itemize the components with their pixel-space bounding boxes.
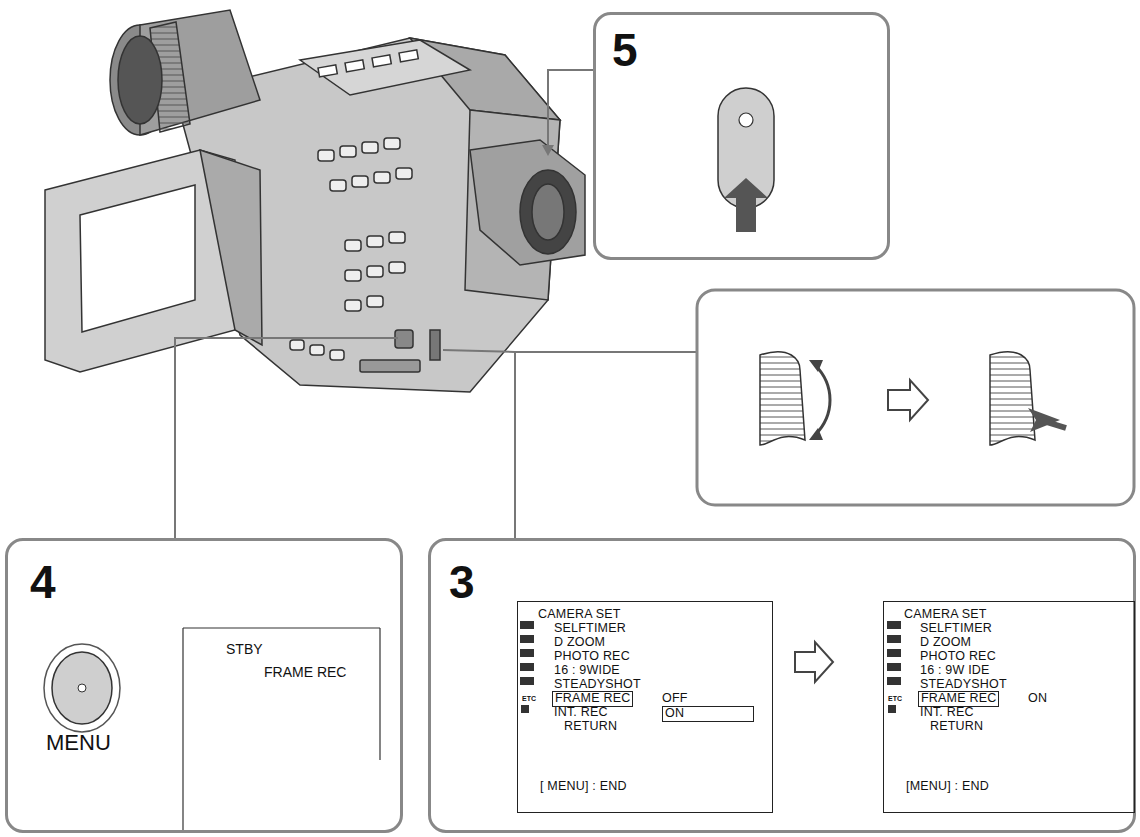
menu-item: INT. REC [920,706,974,720]
menu-item: STEADYSHOT [554,678,641,692]
menu-item: [MENU] : END [906,780,989,794]
callout-number: 4 [30,557,56,608]
menu-item: 16 : 9WIDE [554,664,620,678]
button-label: MENU [46,731,111,755]
menu-item: D ZOOM [554,636,605,650]
screen-indicator: FRAME REC [264,665,346,680]
callout-number: 5 [612,25,638,76]
menu-item: FRAME REC [552,691,633,707]
callout-number: 3 [449,557,475,608]
menu-item: CAMERA SET [538,608,621,622]
menu-item: INT. REC [554,706,608,720]
menu-item: ETC [888,695,902,703]
menu-item: ON [1028,692,1047,706]
screen-indicator: STBY [226,642,263,657]
menu-item: SELFTIMER [554,622,626,636]
step-panel: 3CAMERA SETSELFTIMERD ZOOMPHOTO REC16 : … [428,538,1136,833]
menu-item: FRAME REC [918,691,999,707]
menu-item: CAMERA SET [904,608,987,622]
menu-item: D ZOOM [920,636,971,650]
menu-item: RETURN [930,720,983,734]
menu-item: [ MENU] : END [540,780,627,794]
menu-item: ON [662,706,754,722]
menu-item: OFF [662,692,688,706]
menu-screen: CAMERA SETSELFTIMERD ZOOMPHOTO REC16 : 9… [883,601,1135,813]
menu-item: STEADYSHOT [920,678,1007,692]
step-panel: 4MENU STBYFRAME REC [5,538,403,833]
menu-item: PHOTO REC [920,650,996,664]
menu-item: SELFTIMER [920,622,992,636]
menu-screen: CAMERA SETSELFTIMERD ZOOMPHOTO REC16 : 9… [517,601,773,813]
menu-item: RETURN [564,720,617,734]
step-panel: 5 [593,12,890,260]
menu-item: 16 : 9W IDE [920,664,990,678]
menu-item: ETC [522,695,536,703]
menu-item: PHOTO REC [554,650,630,664]
